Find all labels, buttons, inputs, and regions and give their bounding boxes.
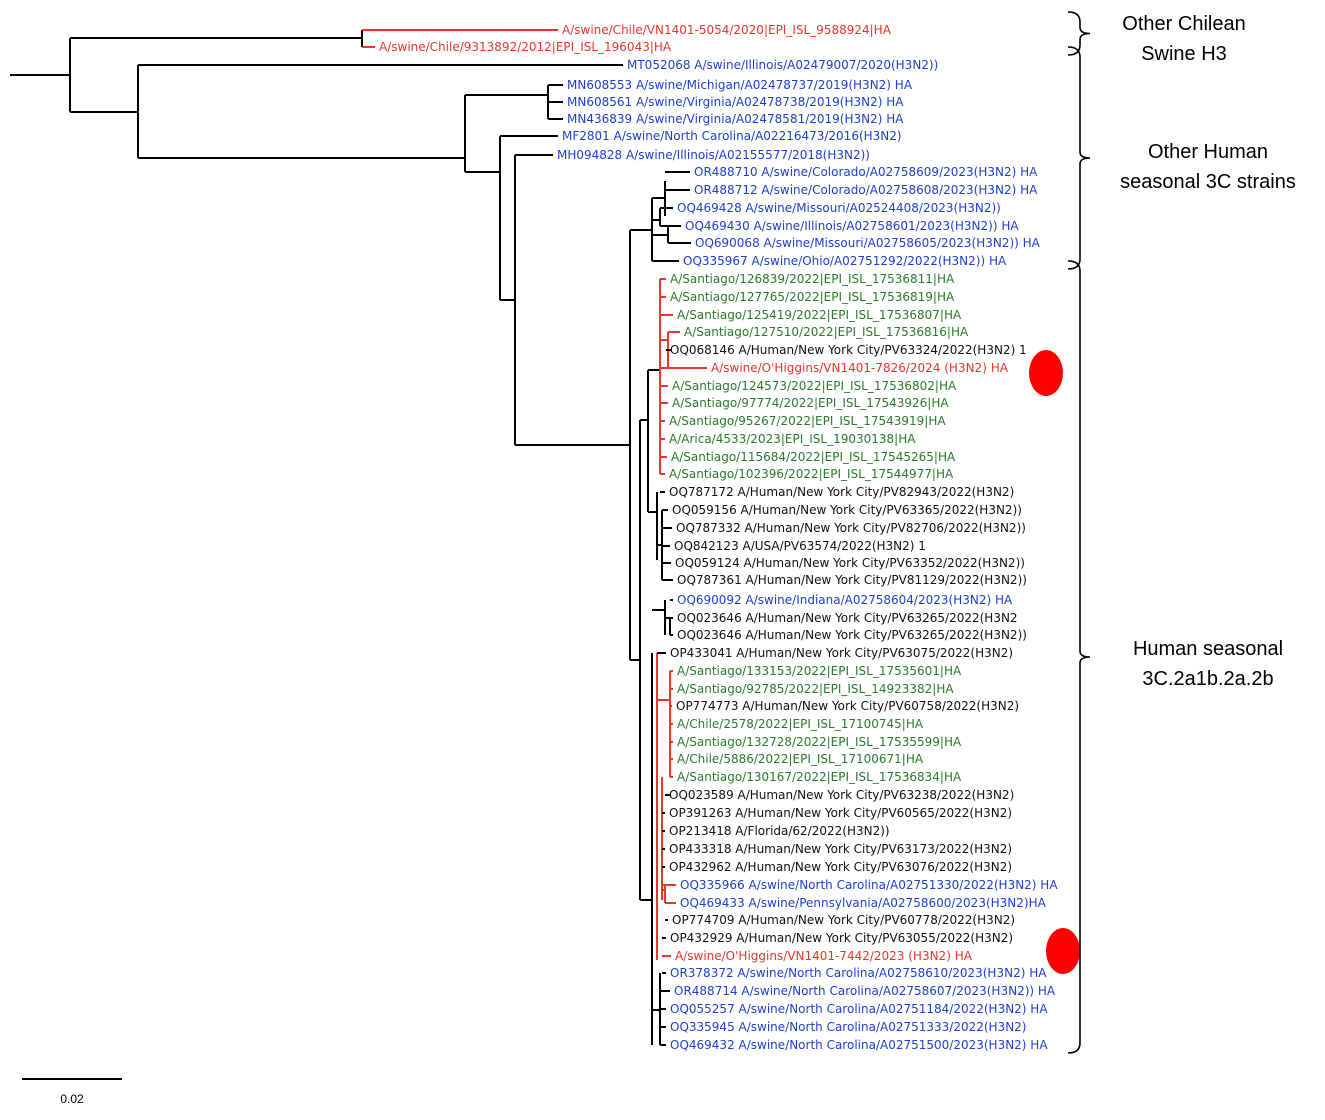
leaf-label: OQ055257 A/swine/North Carolina/A0275118…	[670, 1002, 1048, 1016]
leaf-label: MT052068 A/swine/Illinois/A02479007/2020…	[627, 58, 938, 72]
leaf-label: OP774773 A/Human/New York City/PV60758/2…	[676, 699, 1019, 713]
leaf-label: A/Santiago/124573/2022|EPI_ISL_17536802|…	[672, 379, 957, 393]
leaf-label: A/Santiago/127765/2022|EPI_ISL_17536819|…	[670, 290, 955, 304]
leaf-label: OR488712 A/swine/Colorado/A02758608/2023…	[694, 183, 1038, 197]
leaf-label: OP432929 A/Human/New York City/PV63055/2…	[670, 931, 1013, 945]
leaf-label: OP774709 A/Human/New York City/PV60778/2…	[672, 913, 1015, 927]
leaf-label: A/swine/Chile/9313892/2012|EPI_ISL_19604…	[379, 40, 672, 54]
leaf-label: OQ842123 A/USA/PV63574/2022(H3N2) 1	[674, 539, 926, 553]
leaf-label: OQ023589 A/Human/New York City/PV63238/2…	[669, 788, 1014, 802]
scale-bar: 0.02	[22, 1078, 122, 1106]
leaf-label: OR488714 A/swine/North Carolina/A0275860…	[674, 984, 1056, 998]
leaf-label: A/Santiago/115684/2022|EPI_ISL_17545265|…	[671, 450, 956, 464]
leaf-label: OR488710 A/swine/Colorado/A02758609/2023…	[694, 165, 1038, 179]
leaf-label: A/Santiago/126839/2022|EPI_ISL_17536811|…	[670, 272, 955, 286]
leaf-label: A/Santiago/102396/2022|EPI_ISL_17544977|…	[669, 467, 954, 481]
leaf-label: OP433318 A/Human/New York City/PV63173/2…	[669, 842, 1012, 856]
leaf-label: A/Santiago/125419/2022|EPI_ISL_17536807|…	[677, 308, 962, 322]
leaf-label: OQ335945 A/swine/North Carolina/A0275133…	[670, 1020, 1027, 1034]
leaf-label: A/swine/O'Higgins/VN1401-7826/2024 (H3N2…	[711, 361, 1009, 375]
leaf-label: MN608553 A/swine/Michigan/A02478737/2019…	[567, 78, 913, 92]
leaf-label: A/swine/Chile/VN1401-5054/2020|EPI_ISL_9…	[562, 23, 892, 37]
leaf-label: MH094828 A/swine/Illinois/A02155577/2018…	[557, 148, 870, 162]
leaf-label: OQ469432 A/swine/North Carolina/A0275150…	[670, 1038, 1048, 1052]
leaf-label: OQ023646 A/Human/New York City/PV63265/2…	[677, 611, 1018, 625]
leaf-label: OR378372 A/swine/North Carolina/A0275861…	[670, 966, 1047, 980]
leaf-label: OQ787361 A/Human/New York City/PV81129/2…	[677, 573, 1027, 587]
leaf-label: OP432962 A/Human/New York City/PV63076/2…	[669, 860, 1012, 874]
highlight-marker	[1046, 928, 1080, 974]
clade-bracket	[1067, 46, 1091, 270]
leaf-label: MN436839 A/swine/Virginia/A02478581/2019…	[567, 112, 904, 126]
leaf-label: OQ469430 A/swine/Illinois/A02758601/2023…	[685, 219, 1019, 233]
leaf-label: A/Chile/5886/2022|EPI_ISL_17100671|HA	[677, 752, 924, 766]
leaf-label: OQ787172 A/Human/New York City/PV82943/2…	[669, 485, 1014, 499]
leaf-labels: A/swine/Chile/VN1401-5054/2020|EPI_ISL_9…	[379, 23, 1058, 1052]
leaf-label: A/Santiago/132728/2022|EPI_ISL_17535599|…	[677, 735, 962, 749]
leaf-label: A/Santiago/92785/2022|EPI_ISL_14923382|H…	[677, 682, 954, 696]
leaf-label: OQ690092 A/swine/Indiana/A02758604/2023(…	[677, 593, 1013, 607]
leaf-label: A/Arica/4533/2023|EPI_ISL_19030138|HA	[669, 432, 916, 446]
leaf-label: OQ690068 A/swine/Missouri/A02758605/2023…	[695, 236, 1041, 250]
leaf-label: OQ023646 A/Human/New York City/PV63265/2…	[677, 628, 1027, 642]
leaf-label: A/swine/O'Higgins/VN1401-7442/2023 (H3N2…	[675, 949, 973, 963]
leaf-label: OQ335967 A/swine/Ohio/A02751292/2022(H3N…	[683, 254, 1007, 268]
clade-label: seasonal 3C strains	[1120, 171, 1296, 193]
clade-bracket	[1067, 11, 1091, 56]
leaf-label: OQ059124 A/Human/New York City/PV63352/2…	[675, 556, 1025, 570]
leaf-label: A/Santiago/133153/2022|EPI_ISL_17535601|…	[677, 664, 962, 678]
leaf-label: A/Santiago/95267/2022|EPI_ISL_17543919|H…	[669, 414, 946, 428]
clade-label: Other Human	[1148, 141, 1268, 163]
leaf-label: OQ335966 A/swine/North Carolina/A0275133…	[680, 878, 1058, 892]
leaf-label: MF2801 A/swine/North Carolina/A02216473/…	[562, 129, 902, 143]
clade-label: Other Chilean	[1122, 13, 1245, 35]
scale-bar-label: 0.02	[60, 1092, 84, 1106]
leaf-label: OQ787332 A/Human/New York City/PV82706/2…	[676, 521, 1026, 535]
leaf-label: A/Santiago/130167/2022|EPI_ISL_17536834|…	[677, 770, 962, 784]
leaf-label: OP213418 A/Florida/62/2022(H3N2))	[669, 824, 890, 838]
leaf-label: A/Santiago/127510/2022|EPI_ISL_17536816|…	[684, 325, 969, 339]
highlight-markers	[1029, 350, 1080, 974]
clade-brackets	[1067, 11, 1091, 1054]
clade-label: 3C.2a1b.2a.2b	[1142, 668, 1273, 690]
leaf-label: MN608561 A/swine/Virginia/A02478738/2019…	[567, 95, 904, 109]
leaf-label: A/Santiago/97774/2022|EPI_ISL_17543926|H…	[672, 396, 949, 410]
leaf-label: OP433041 A/Human/New York City/PV63075/2…	[670, 646, 1013, 660]
clade-bracket	[1067, 260, 1091, 1054]
clade-label: Human seasonal	[1133, 638, 1283, 660]
tree-branches	[10, 29, 707, 1046]
leaf-label: A/Chile/2578/2022|EPI_ISL_17100745|HA	[677, 717, 924, 731]
leaf-label: OP391263 A/Human/New York City/PV60565/2…	[669, 806, 1012, 820]
leaf-label: OQ059156 A/Human/New York City/PV63365/2…	[672, 503, 1022, 517]
leaf-label: OQ068146 A/Human/New York City/PV63324/2…	[670, 343, 1027, 357]
clade-label: Swine H3	[1141, 43, 1227, 65]
leaf-label: OQ469428 A/swine/Missouri/A02524408/2023…	[677, 201, 1001, 215]
highlight-marker	[1029, 350, 1063, 396]
leaf-label: OQ469433 A/swine/Pennsylvania/A02758600/…	[680, 896, 1047, 910]
